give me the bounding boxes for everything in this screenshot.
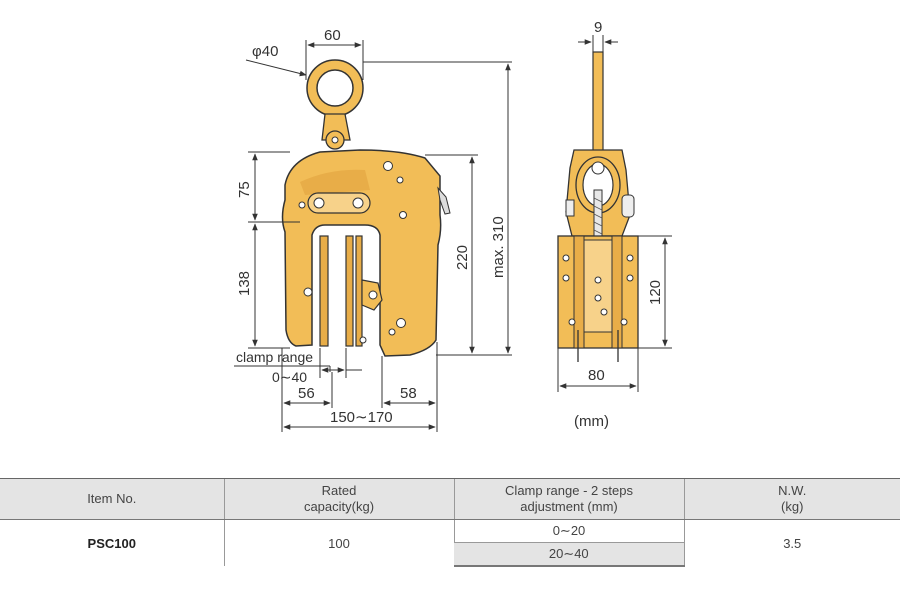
header-capacity: Rated capacity(kg) — [223, 478, 454, 520]
unit-note: (mm) — [574, 413, 609, 430]
dim-overall-width: 150∼170 — [330, 409, 393, 426]
lifting-eye-icon — [306, 59, 364, 150]
header-weight: N.W. (kg) — [683, 478, 900, 520]
cell-capacity: 100 — [223, 519, 454, 566]
dim-height-upper: 75 — [236, 181, 253, 198]
table-row: 20∼40 — [0, 542, 900, 567]
cell-clamp-step-1: 0∼20 — [453, 519, 684, 543]
cell-clamp-step-2: 20∼40 — [454, 542, 684, 567]
dim-body-width: 80 — [588, 367, 605, 384]
dim-eye-width: 60 — [324, 27, 341, 44]
clamp-range-label: clamp range — [236, 349, 313, 365]
header-item-no: Item No. — [0, 478, 224, 520]
header-clamp-range: Clamp range - 2 steps adjustment (mm) — [453, 478, 684, 520]
clamp-body — [281, 149, 451, 357]
dim-jaw-offset: 58 — [400, 385, 417, 402]
dim-eye-diameter: φ40 — [252, 43, 278, 60]
dim-body-height: 120 — [647, 280, 664, 305]
cell-item-no: PSC100 — [0, 519, 224, 566]
table-row: PSC100 100 0∼20 3.5 — [0, 519, 900, 566]
dim-total-height: max. 310 — [490, 216, 507, 278]
product-drawing: φ40 60 75 138 220 max. 310 clamp range — [234, 19, 672, 432]
side-view: 9 120 80 — [557, 19, 672, 392]
clamp-range-value: 0∼40 — [272, 369, 307, 385]
dim-top-thickness: 9 — [594, 19, 602, 36]
cell-weight: 3.5 — [683, 519, 900, 566]
dim-height-lower: 138 — [236, 271, 253, 296]
table-header-row: Item No. Rated capacity(kg) Clamp range … — [0, 478, 900, 520]
front-view: φ40 60 75 138 220 max. 310 clamp range — [234, 27, 512, 432]
spec-table: Item No. Rated capacity(kg) Clamp range … — [0, 478, 900, 567]
dim-jaw-height: 220 — [454, 245, 471, 270]
dim-throat-depth: 56 — [298, 385, 315, 402]
